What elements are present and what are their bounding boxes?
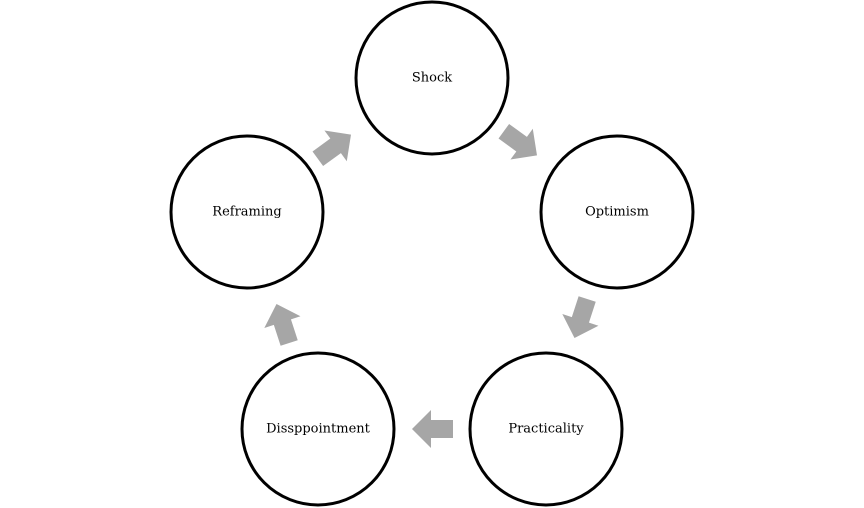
stage-disappointment-circle <box>240 351 396 507</box>
arrow-disappointment-to-reframing-shape <box>264 304 301 346</box>
arrow-optimism-to-practicality-shape <box>562 296 599 338</box>
stage-practicality: Practicality <box>468 351 624 507</box>
stage-reframing: Reframing <box>169 134 325 290</box>
stage-reframing-label: Reframing <box>212 205 281 220</box>
arrow-shock-to-optimism-shape <box>498 123 537 160</box>
stage-optimism-label: Optimism <box>585 205 649 220</box>
arrow-reframing-to-shock <box>312 130 351 167</box>
arrow-reframing-to-shock-shape <box>312 130 351 167</box>
arrow-optimism-to-practicality <box>562 296 599 338</box>
stage-practicality-label: Practicality <box>508 422 584 437</box>
stage-optimism: Optimism <box>539 134 695 290</box>
stage-shock-label: Shock <box>412 71 452 86</box>
arrow-disappointment-to-reframing <box>264 304 301 346</box>
stage-optimism-circle <box>539 134 695 290</box>
stage-disappointment-label: Dissppointment <box>266 422 371 437</box>
stage-reframing-circle <box>169 134 325 290</box>
stage-disappointment: Dissppointment <box>240 351 396 507</box>
arrow-practicality-to-disappointment-shape <box>412 410 453 448</box>
stage-shock: Shock <box>354 0 510 156</box>
stage-practicality-circle <box>468 351 624 507</box>
arrow-shock-to-optimism <box>498 123 537 160</box>
stage-shock-circle <box>354 0 510 156</box>
arrow-practicality-to-disappointment <box>412 410 453 448</box>
